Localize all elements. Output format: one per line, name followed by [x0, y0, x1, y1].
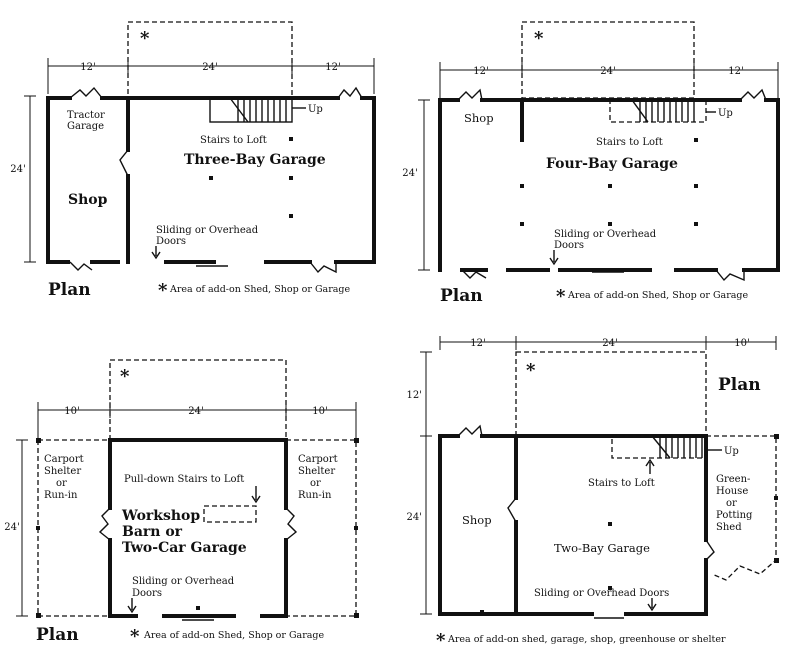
stairs	[611, 435, 707, 459]
stairs-label: Pull-down Stairs to Loft	[124, 474, 244, 485]
room-right-l4: Run-in	[298, 490, 332, 501]
addon-star: *	[534, 28, 544, 49]
dim-right: 12'	[325, 62, 340, 73]
doors-l2: Doors	[554, 240, 584, 251]
room-green-l1: Green-	[716, 474, 750, 485]
plan-three-bay-garage: 12' 24' 12' 24' Up Stairs to Loft	[10, 21, 376, 301]
addon-star: *	[140, 28, 150, 49]
doors-l1: Sliding or Overhead	[156, 225, 259, 236]
plan-label: Plan	[36, 625, 79, 645]
room-right-l1: Carport	[298, 454, 338, 465]
plan-four-bay-garage: 12' 24' 12' 24' Up Stairs to Loft	[402, 21, 780, 307]
room-green-l2: House	[716, 486, 748, 497]
addon-area-outline	[515, 351, 707, 437]
stairs-label: Stairs to Loft	[596, 137, 663, 148]
room-left-l2: Shelter	[44, 466, 81, 477]
dim-mid: 24'	[202, 62, 217, 73]
stairs	[209, 97, 293, 123]
door-swing	[69, 86, 103, 99]
room-left-l3: or	[56, 478, 67, 489]
note-star: *	[130, 626, 140, 647]
plan-workshop-barn: 10' 24' 10' 24' Pull-down Stairs to Loft…	[4, 359, 359, 647]
room-green-l4: Potting	[716, 510, 753, 521]
dim-right: 10'	[312, 406, 327, 417]
dim-side: 24'	[402, 168, 417, 179]
addon-area-outline	[127, 21, 293, 99]
posts	[46, 137, 376, 218]
room-garage: Three-Bay Garage	[184, 152, 326, 168]
addon-star: *	[120, 366, 130, 387]
dim-top: 12'	[407, 390, 422, 401]
up-label: Up	[718, 108, 733, 119]
up-label: Up	[308, 104, 323, 115]
room-tractor-l2: Garage	[67, 121, 104, 132]
dim-side: 24'	[10, 164, 25, 175]
exterior-wall	[438, 434, 708, 616]
room-right-l2: Shelter	[298, 466, 335, 477]
room-shop: Shop	[68, 192, 108, 208]
room-garage: Four-Bay Garage	[546, 156, 678, 172]
room-tractor-l1: Tractor	[67, 110, 105, 121]
addon-star: *	[526, 360, 536, 381]
doors-l2: Doors	[132, 588, 162, 599]
note: Area of add-on Shed, Shop or Garage	[143, 630, 324, 641]
room-garage-l3: Two-Car Garage	[122, 540, 247, 556]
stairs-label: Stairs to Loft	[588, 478, 655, 489]
room-garage-l1: Workshop	[121, 508, 200, 524]
dim-side: 24'	[4, 522, 19, 533]
room-shop: Shop	[462, 513, 492, 527]
doors-label: Sliding or Overhead Doors	[534, 588, 669, 599]
pull-down-stairs	[203, 505, 257, 523]
room-garage: Two-Bay Garage	[554, 541, 650, 555]
room-right-l3: or	[310, 478, 321, 489]
note-star: *	[436, 630, 446, 651]
room-left-l4: Run-in	[44, 490, 78, 501]
plan-label: Plan	[48, 280, 91, 300]
note-star: *	[556, 286, 566, 307]
stairs-label: Stairs to Loft	[200, 135, 267, 146]
room-green-l5: Shed	[716, 522, 742, 533]
dim-side: 24'	[407, 512, 422, 523]
dim-mid: 24'	[188, 406, 203, 417]
dim-left: 10'	[64, 406, 79, 417]
room-garage-l2: Barn or	[122, 524, 183, 540]
plan-label: Plan	[718, 375, 761, 395]
note-star: *	[158, 280, 168, 301]
room-shop: Shop	[464, 111, 494, 125]
addon-area-outline	[521, 21, 695, 99]
room-left-l1: Carport	[44, 454, 84, 465]
greenhouse-outline	[706, 435, 777, 581]
room-green-l3: or	[726, 498, 737, 509]
exterior-wall	[108, 438, 288, 618]
doors-l1: Sliding or Overhead	[132, 576, 235, 587]
carport-right-outline	[286, 439, 357, 617]
up-label: Up	[724, 446, 739, 457]
addon-area-outline	[109, 359, 287, 441]
dim-left: 12'	[473, 66, 488, 77]
dim-left: 12'	[80, 62, 95, 73]
dim-right: 12'	[728, 66, 743, 77]
dim-mid: 24'	[600, 66, 615, 77]
dim-left: 12'	[470, 338, 485, 349]
dim-mid: 24'	[602, 338, 617, 349]
plan-two-bay-garage: 12' 24' 10' 12' 24' Up Stairs to L	[407, 336, 779, 651]
note: Area of add-on Shed, Shop or Garage	[169, 284, 350, 295]
note: Area of add-on Shed, Shop or Garage	[567, 290, 748, 301]
note: Area of add-on shed, garage, shop, green…	[447, 634, 726, 645]
plan-label: Plan	[440, 286, 483, 306]
dim-right: 10'	[734, 338, 749, 349]
doors-l1: Sliding or Overhead	[554, 229, 657, 240]
doors-l2: Doors	[156, 236, 186, 247]
